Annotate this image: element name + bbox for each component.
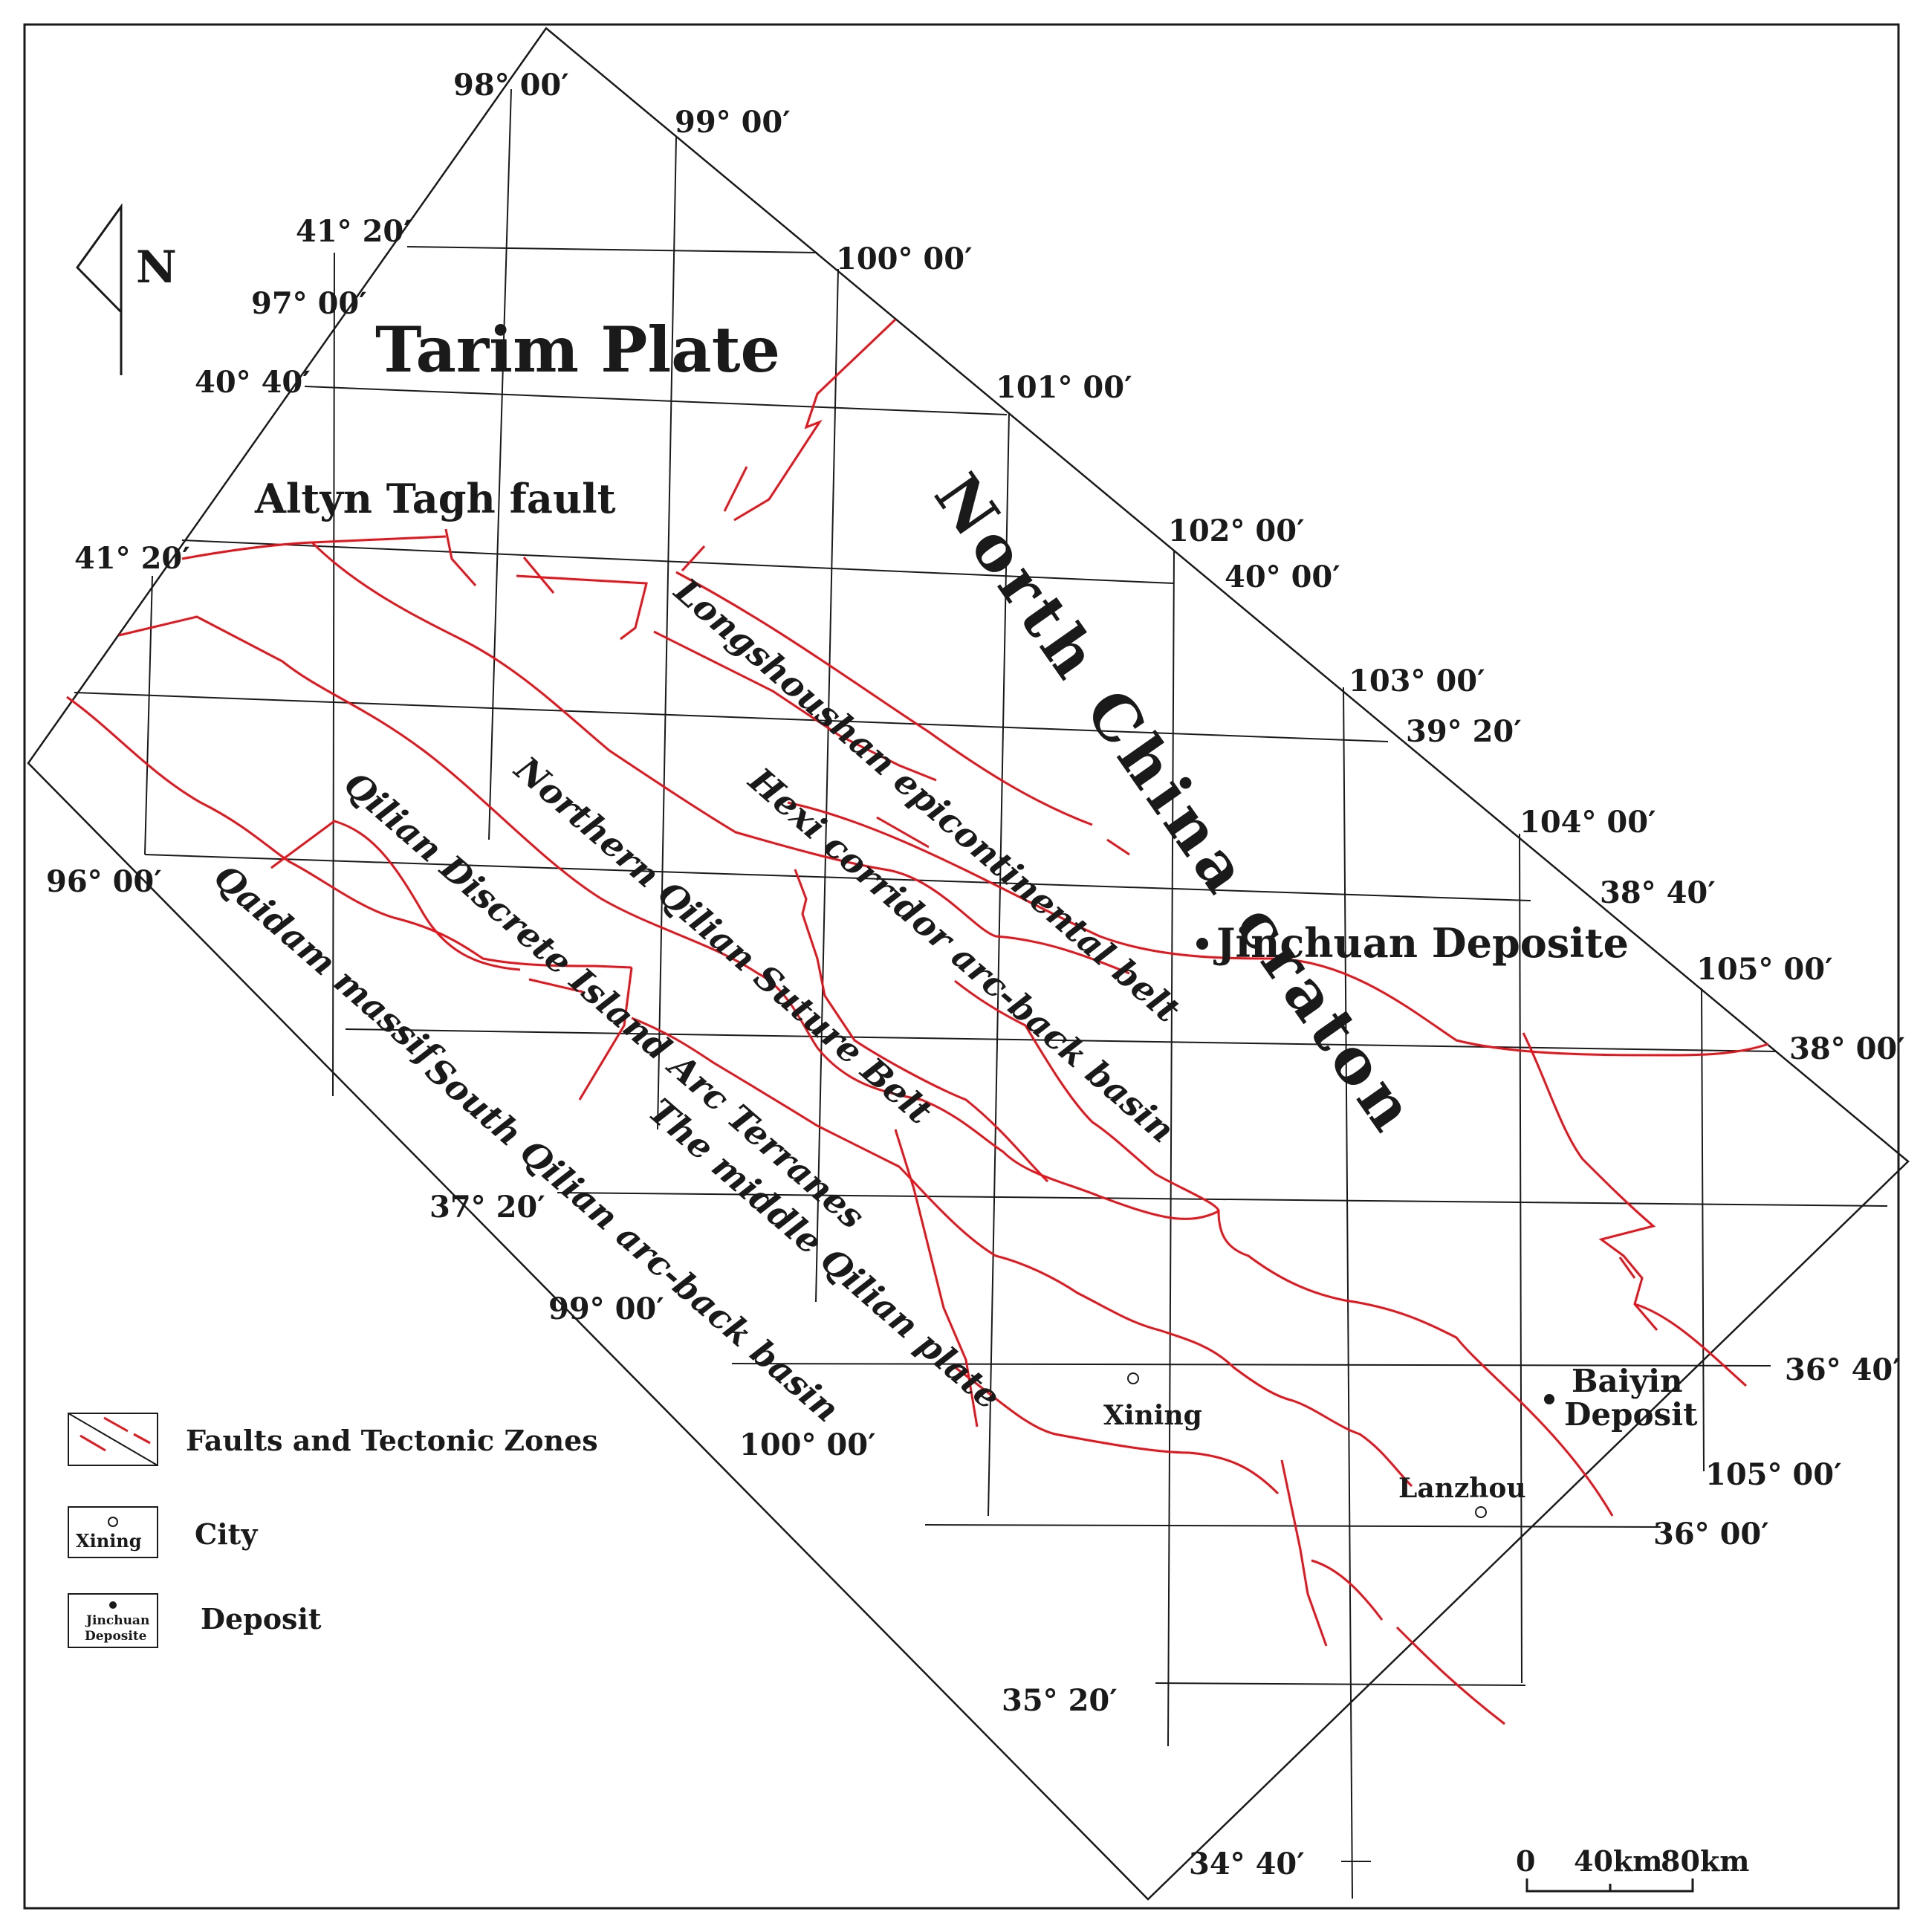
lat-3920-label: 39° 20′ [1406,714,1522,749]
lat-3520-label: 35° 20′ [1002,1683,1118,1718]
fault-qilian-curve [270,820,521,971]
lat-3600-label: 36° 00′ [1653,1517,1769,1552]
fault-lines [66,318,1769,1725]
lon-99-top-label: 99° 00′ [675,105,791,140]
fault-lower-main [954,1366,1280,1495]
map-frame [23,23,1900,1910]
legend-faults-label: Faults and Tectonic Zones [186,1424,598,1457]
lanzhou-city-label: Lanzhou [1398,1473,1526,1504]
lon-99-bottom-label: 99° 00′ [548,1291,664,1326]
north-arrow: N [76,203,177,375]
fault-center-vertical [578,967,633,1100]
lon-100-top-label: 100° 00′ [836,242,973,276]
lon-102-label: 102° 00′ [1168,513,1305,548]
legend-deposit-sample-line1: Jinchuan [85,1613,149,1628]
xining-city-label: Xining [1103,1400,1202,1431]
lon-97-label: 97° 00′ [251,286,367,321]
lat-4000-label: 40° 00′ [1225,560,1340,594]
lat-3720-label: 37° 20′ [429,1190,545,1225]
longshoushan-fault [675,571,1093,826]
fault-north-qilian-branch [794,869,1049,1183]
lon-98-label: 98° 00′ [453,68,569,103]
lat-3840-label: 38° 40′ [1600,875,1716,910]
baiyin-deposit-label-line2: Deposit [1564,1396,1698,1433]
fault-lower-tail [1311,1559,1384,1621]
xining-city-marker [1127,1372,1139,1384]
lon-105-bottom-label: 105° 00′ [1705,1457,1842,1492]
north-arrow-label: N [136,242,177,294]
lat-4120-top-label: 41° 20′ [296,214,412,249]
lon-105-top-label: 105° 00′ [1696,952,1833,987]
zone-qaidam-massif: Qaidam massif [207,857,451,1077]
jinchuan-deposit-label: Jinchuan Deposite [1213,919,1629,967]
lat-3440-label: 34° 40′ [1189,1847,1305,1881]
lon-100-bottom-label: 100° 00′ [739,1427,876,1462]
altyn-tagh-fault [181,535,447,560]
fault-lower-vertical [1280,1459,1328,1647]
lon-104-label: 104° 00′ [1520,805,1656,840]
fault-upper-jagged [733,318,897,522]
baiyin-deposit-marker [1544,1394,1554,1404]
scale-zero-label: 0 [1516,1844,1535,1878]
scale-40km-label: 40km [1574,1844,1662,1878]
fault-branch-b [522,557,555,594]
zone-middle-qilian: The middle Qilian plate [641,1091,1008,1418]
main-longitudinal [787,801,1769,1057]
scale-bar: 0 40km 80km [1516,1844,1749,1893]
legend-city-label: City [195,1517,258,1551]
hexi-main [311,541,1130,975]
lat-4040-label: 40° 40′ [195,365,311,400]
hexi-tail-dashed [876,816,930,849]
longshoushan-dash [1106,838,1130,856]
lanzhou-city-marker [1475,1506,1487,1518]
legend: Faults and Tectonic Zones Xining City Ji… [68,1413,598,1648]
fault-middle-qilian [631,1017,1413,1488]
hexi-upper-dashed [653,630,937,782]
fault-qilian-inner [66,696,632,969]
lon-96-label: 96° 00′ [46,864,162,899]
fault-north-qilian [118,615,1614,1517]
fault-qilian-dash-a [528,978,584,993]
fault-east-short [1618,1257,1636,1279]
baiyin-deposit-label-line1: Baiyin [1572,1363,1683,1399]
fault-lower-tail-b [1395,1626,1505,1725]
fault-east-tail [1634,1303,1748,1387]
lon-101-label: 101° 00′ [996,370,1132,405]
legend-deposit-label: Deposit [201,1602,322,1636]
lat-3800-label: 38° 00′ [1789,1031,1905,1066]
fault-upper-dashed-a [723,466,748,512]
fault-mid-vertical [894,1129,979,1427]
graticule [74,88,1888,1899]
fault-central-zigzag [954,979,1220,1212]
north-arrow-icon [76,203,123,315]
legend-city-swatch [68,1506,158,1558]
jinchuan-deposit-marker [1196,938,1208,950]
lat-4120-left-label: 41° 20′ [74,541,190,576]
lon-103-label: 103° 00′ [1349,664,1485,698]
legend-city-sample: Xining [76,1530,142,1552]
hexi-upper [516,574,648,641]
legend-deposit-sample-line2: Deposite [85,1629,147,1644]
tarim-plate-label: Tarim Plate [375,313,780,386]
altyn-tagh-fault-label: Altyn Tagh fault [254,475,616,522]
map-boundary [27,27,1910,1901]
fault-branch-a [444,528,477,586]
scale-80km-label: 80km [1661,1844,1749,1878]
zone-northern-qilian: Northern Qilian Suture Belt [506,748,939,1132]
fault-east-zigzag [1522,1032,1658,1331]
fault-upper-dashed-b [681,545,706,572]
lat-3640-label: 36° 40′ [1785,1352,1901,1387]
